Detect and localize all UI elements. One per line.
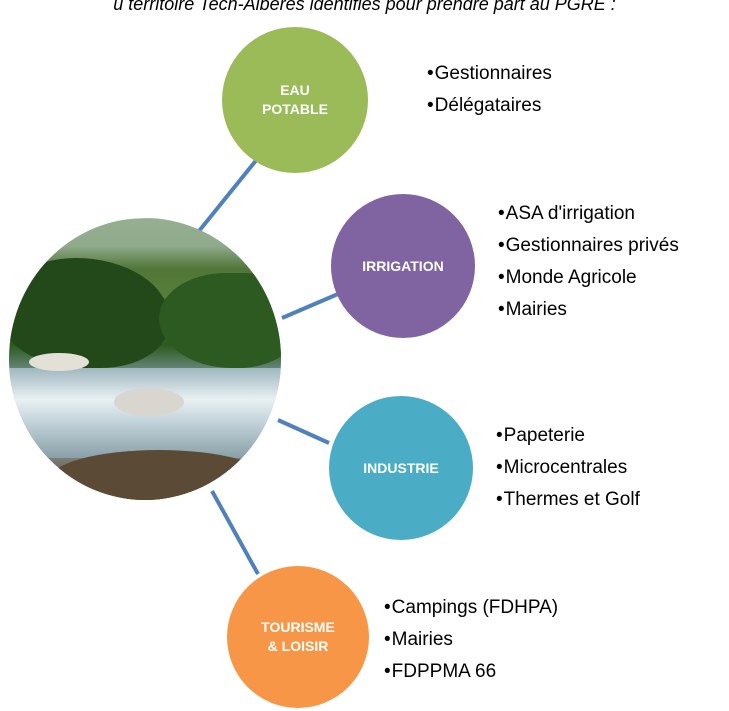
industrie-list: Papeterie Microcentrales Thermes et Golf: [496, 420, 640, 516]
connector-irrigation: [281, 292, 339, 320]
connector-industrie: [277, 418, 330, 445]
list-item: Mairies: [384, 624, 558, 656]
node-tourisme-loisir: TOURISME & LOISIR: [227, 566, 369, 708]
list-item: Campings (FDHPA): [384, 592, 558, 624]
list-item: Gestionnaires: [427, 58, 552, 90]
river-photo: [9, 218, 281, 500]
node-eau-potable: EAU POTABLE: [222, 27, 368, 173]
diagram-heading: u territoire Tech-Albères identifiés pou…: [113, 0, 616, 14]
list-item: Monde Agricole: [498, 262, 679, 294]
eau-potable-list: Gestionnaires Délégataires: [427, 58, 552, 122]
irrigation-list: ASA d'irrigation Gestionnaires privés Mo…: [498, 198, 679, 326]
list-item: Thermes et Golf: [496, 484, 640, 516]
list-item: ASA d'irrigation: [498, 198, 679, 230]
list-item: Mairies: [498, 294, 679, 326]
list-item: Papeterie: [496, 420, 640, 452]
list-item: Gestionnaires privés: [498, 230, 679, 262]
connector-tourisme: [210, 490, 260, 575]
list-item: Délégataires: [427, 90, 552, 122]
node-irrigation: IRRIGATION: [331, 194, 475, 338]
list-item: Microcentrales: [496, 452, 640, 484]
tourisme-loisir-list: Campings (FDHPA) Mairies FDPPMA 66: [384, 592, 558, 688]
list-item: FDPPMA 66: [384, 656, 558, 688]
node-industrie: INDUSTRIE: [329, 396, 473, 540]
